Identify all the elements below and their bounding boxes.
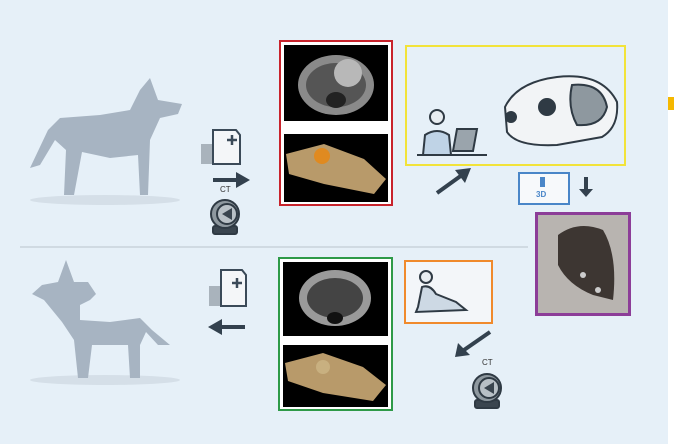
preop-3d-skull-image xyxy=(284,134,388,202)
dog-after-icon xyxy=(30,260,180,385)
postop-3d-skull-image xyxy=(283,345,388,407)
ct-label: CT xyxy=(220,185,231,194)
3d-label: 3D xyxy=(536,190,547,199)
preop-ct-panel xyxy=(279,40,393,206)
arrow-down-icon xyxy=(579,177,593,197)
ct-label-bottom: CT xyxy=(482,358,493,367)
printed-guide-photo xyxy=(535,212,631,316)
document-add-icon-bottom xyxy=(209,269,247,307)
edge-marker xyxy=(668,97,674,110)
arrow-up-right-icon xyxy=(435,168,471,195)
surgery-panel xyxy=(404,260,493,324)
arrow-down-left-icon xyxy=(455,330,492,357)
dog-before-icon xyxy=(30,78,182,205)
arrow-right-icon xyxy=(213,172,250,188)
preop-ct-slice-image xyxy=(284,45,388,121)
virtual-planning-panel xyxy=(405,45,626,166)
ct-scanner-icon-bottom xyxy=(472,373,502,409)
3d-printer-icon: 3D xyxy=(518,172,570,205)
document-add-icon xyxy=(201,129,241,165)
postop-ct-slice-image xyxy=(283,262,388,336)
arrow-left-icon xyxy=(208,319,245,335)
ct-scanner-icon xyxy=(210,199,240,235)
skull-3d-model-icon xyxy=(503,75,619,147)
surgeon-operating-icon xyxy=(414,270,469,314)
surgeon-laptop-icon xyxy=(417,109,487,156)
postop-ct-panel xyxy=(278,257,393,411)
